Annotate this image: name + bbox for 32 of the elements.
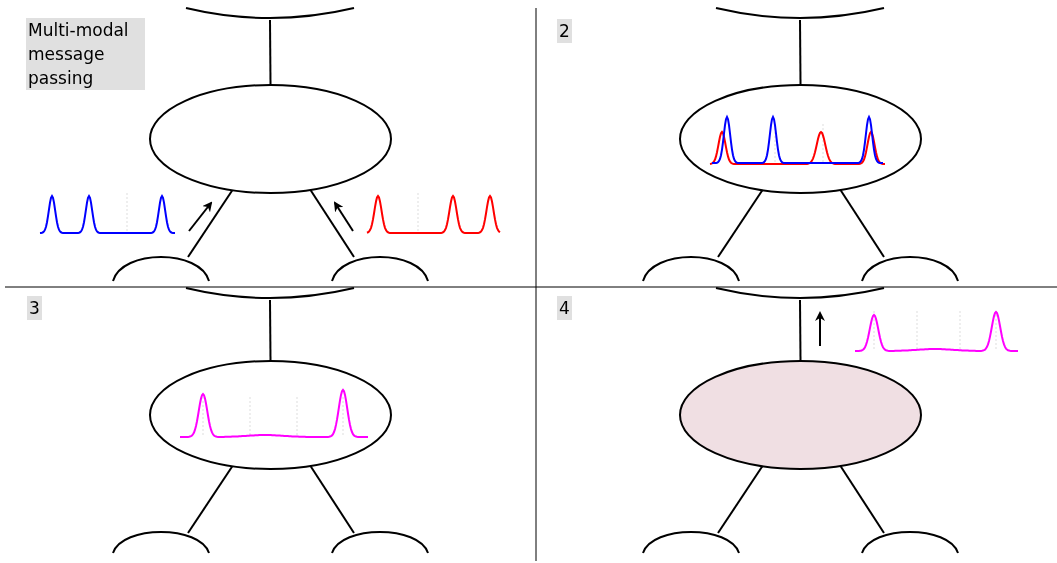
panel-number: 2	[557, 19, 572, 43]
node-ellipse	[149, 360, 392, 470]
parent-arc	[185, 286, 355, 300]
parent-arc	[715, 6, 885, 20]
panel-number: 3	[27, 296, 42, 320]
child-arc	[642, 255, 740, 281]
connector-line	[799, 299, 802, 361]
child-arc	[861, 531, 959, 553]
connector-line	[717, 189, 764, 258]
connector-line	[839, 189, 885, 258]
connector-line	[309, 465, 355, 534]
parent-arc	[715, 286, 885, 300]
child-arc	[112, 255, 210, 281]
child-arc	[642, 531, 740, 553]
child-arc	[331, 255, 429, 281]
child-arc	[331, 531, 429, 553]
child-arc	[861, 255, 959, 281]
node-ellipse	[679, 84, 922, 194]
node-ellipse	[679, 360, 922, 470]
node-ellipse	[149, 84, 392, 194]
connector-line	[187, 189, 234, 258]
parent-arc	[185, 6, 355, 20]
connector-line	[269, 19, 272, 85]
child-arc	[112, 531, 210, 553]
connector-line	[717, 465, 764, 534]
connector-line	[839, 465, 885, 534]
panel-title: Multi-modal message passing	[26, 18, 145, 90]
connector-line	[187, 465, 234, 534]
connector-line	[309, 189, 355, 258]
connector-line	[269, 299, 272, 361]
connector-line	[799, 19, 802, 85]
panel-number: 4	[557, 296, 572, 320]
